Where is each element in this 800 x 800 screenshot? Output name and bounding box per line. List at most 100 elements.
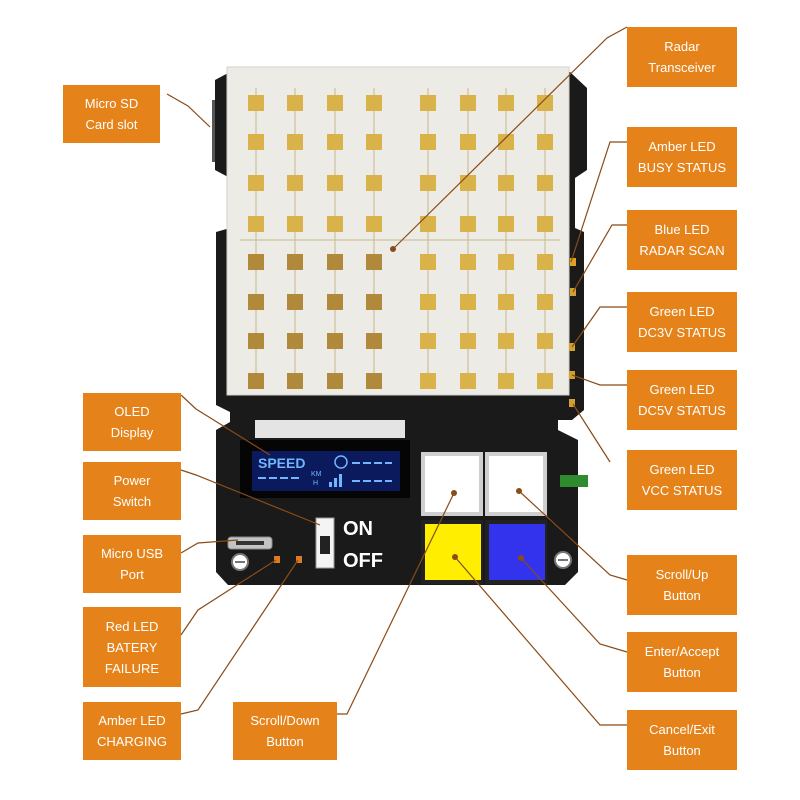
antenna-pad xyxy=(498,254,514,270)
leader-green-vcc xyxy=(572,403,611,463)
antenna-pad xyxy=(537,175,553,191)
oled-ribbon xyxy=(255,420,405,438)
callout-text: Port xyxy=(120,567,144,582)
antenna-pad xyxy=(327,95,343,111)
oled-circle-icon xyxy=(334,455,348,469)
callout-text: DC3V STATUS xyxy=(638,325,726,340)
antenna-pad xyxy=(420,373,436,389)
antenna-pad xyxy=(366,373,382,389)
leader-power xyxy=(180,469,321,526)
leader-red-led xyxy=(180,559,277,636)
oled-unit-h: H xyxy=(313,480,318,487)
power-switch-knob[interactable] xyxy=(320,536,330,554)
antenna-pad xyxy=(420,254,436,270)
antenna-pad xyxy=(460,333,476,349)
antenna-pad xyxy=(248,373,264,389)
leader-amber-busy xyxy=(570,141,627,263)
callout-text: Switch xyxy=(112,494,152,509)
antenna-pad xyxy=(420,134,436,150)
callout-text: Red LED xyxy=(105,618,159,634)
antenna-pad xyxy=(327,175,343,191)
antenna-pad xyxy=(537,254,553,270)
leader-micro-sd xyxy=(166,93,211,128)
antenna-pad xyxy=(460,175,476,191)
callout-text: Amber LED xyxy=(648,139,716,154)
leader-green-dc5v xyxy=(571,374,627,386)
callout-text: Enter/Accept xyxy=(644,644,720,659)
callout-green-dc3v: Green LED DC3V STATUS xyxy=(627,292,737,352)
callout-green-vcc: Green LED VCC STATUS xyxy=(627,450,737,510)
antenna-pad xyxy=(498,216,514,232)
callout-radar-transceiver: Radar Transceiver xyxy=(627,27,737,87)
callout-text: Button xyxy=(663,588,701,603)
antenna-pad xyxy=(537,373,553,389)
oled-signal-bar xyxy=(334,478,337,487)
antenna-pad xyxy=(327,294,343,310)
callout-text: BATERY xyxy=(106,639,158,655)
antenna-pad xyxy=(366,254,382,270)
switch-on-label: ON xyxy=(343,518,373,540)
antenna-pad xyxy=(327,333,343,349)
antenna-pad xyxy=(366,294,382,310)
antenna-pad xyxy=(498,134,514,150)
callout-text: Transceiver xyxy=(648,60,716,75)
callout-text: Scroll/Down xyxy=(250,713,320,728)
antenna-pad xyxy=(537,294,553,310)
antenna-pad xyxy=(327,134,343,150)
leader-dots xyxy=(390,246,524,561)
callout-text: Display xyxy=(110,425,154,440)
antenna-pad xyxy=(248,333,264,349)
leader-radar xyxy=(392,26,628,250)
callout-text: FAILURE xyxy=(104,660,160,676)
antenna-pad xyxy=(537,134,553,150)
green-vcc-led xyxy=(569,399,575,407)
antenna-pad xyxy=(248,134,264,150)
enter-accept-button[interactable] xyxy=(489,524,545,580)
callout-green-dc5v: Green LED DC5V STATUS xyxy=(627,370,737,430)
leader-micro-usb xyxy=(180,539,239,554)
callout-text: DC5V STATUS xyxy=(638,403,726,418)
red-led xyxy=(274,556,280,563)
callout-text: RADAR SCAN xyxy=(639,243,725,258)
oled-display xyxy=(252,451,400,491)
scroll-down-button[interactable] xyxy=(425,456,479,512)
callout-text: Button xyxy=(266,734,304,749)
cancel-exit-button[interactable] xyxy=(425,524,481,580)
leader-oled xyxy=(180,394,271,456)
switch-off-label: OFF xyxy=(343,550,383,572)
leader-cancel xyxy=(454,556,627,726)
antenna-pad xyxy=(420,216,436,232)
leader-amber-charging xyxy=(180,559,299,715)
leader-dot xyxy=(451,490,457,496)
antenna-pad xyxy=(537,216,553,232)
antenna-pad xyxy=(420,95,436,111)
antenna-pad xyxy=(420,333,436,349)
callout-micro-sd: Micro SD Card slot xyxy=(63,85,160,143)
callout-text: Micro USB xyxy=(100,546,164,561)
callout-oled-display: OLED Display xyxy=(83,393,181,451)
callout-scroll-up: Scroll/Up Button xyxy=(627,555,737,615)
antenna-pad xyxy=(327,254,343,270)
antenna-pad xyxy=(420,175,436,191)
oled-unit-km: KM xyxy=(311,471,322,478)
antenna-pad xyxy=(498,373,514,389)
green-connector xyxy=(560,475,588,487)
antenna-pad xyxy=(327,373,343,389)
antenna-pad xyxy=(287,294,303,310)
antenna-pad xyxy=(460,294,476,310)
antenna-pad xyxy=(287,373,303,389)
callout-text: Amber LED xyxy=(98,713,166,728)
antenna-pad xyxy=(366,134,382,150)
antenna-pad xyxy=(498,333,514,349)
callout-text: Blue LED xyxy=(654,222,710,237)
scroll-up-button[interactable] xyxy=(489,456,543,512)
antenna-pad xyxy=(460,216,476,232)
antenna-pad xyxy=(498,95,514,111)
callout-text: Button xyxy=(663,743,701,758)
antenna-pad xyxy=(287,95,303,111)
antenna-pad-grid xyxy=(240,88,560,389)
callout-text: CHARGING xyxy=(96,734,168,749)
antenna-pad xyxy=(537,333,553,349)
amber-charging-led xyxy=(296,556,302,563)
